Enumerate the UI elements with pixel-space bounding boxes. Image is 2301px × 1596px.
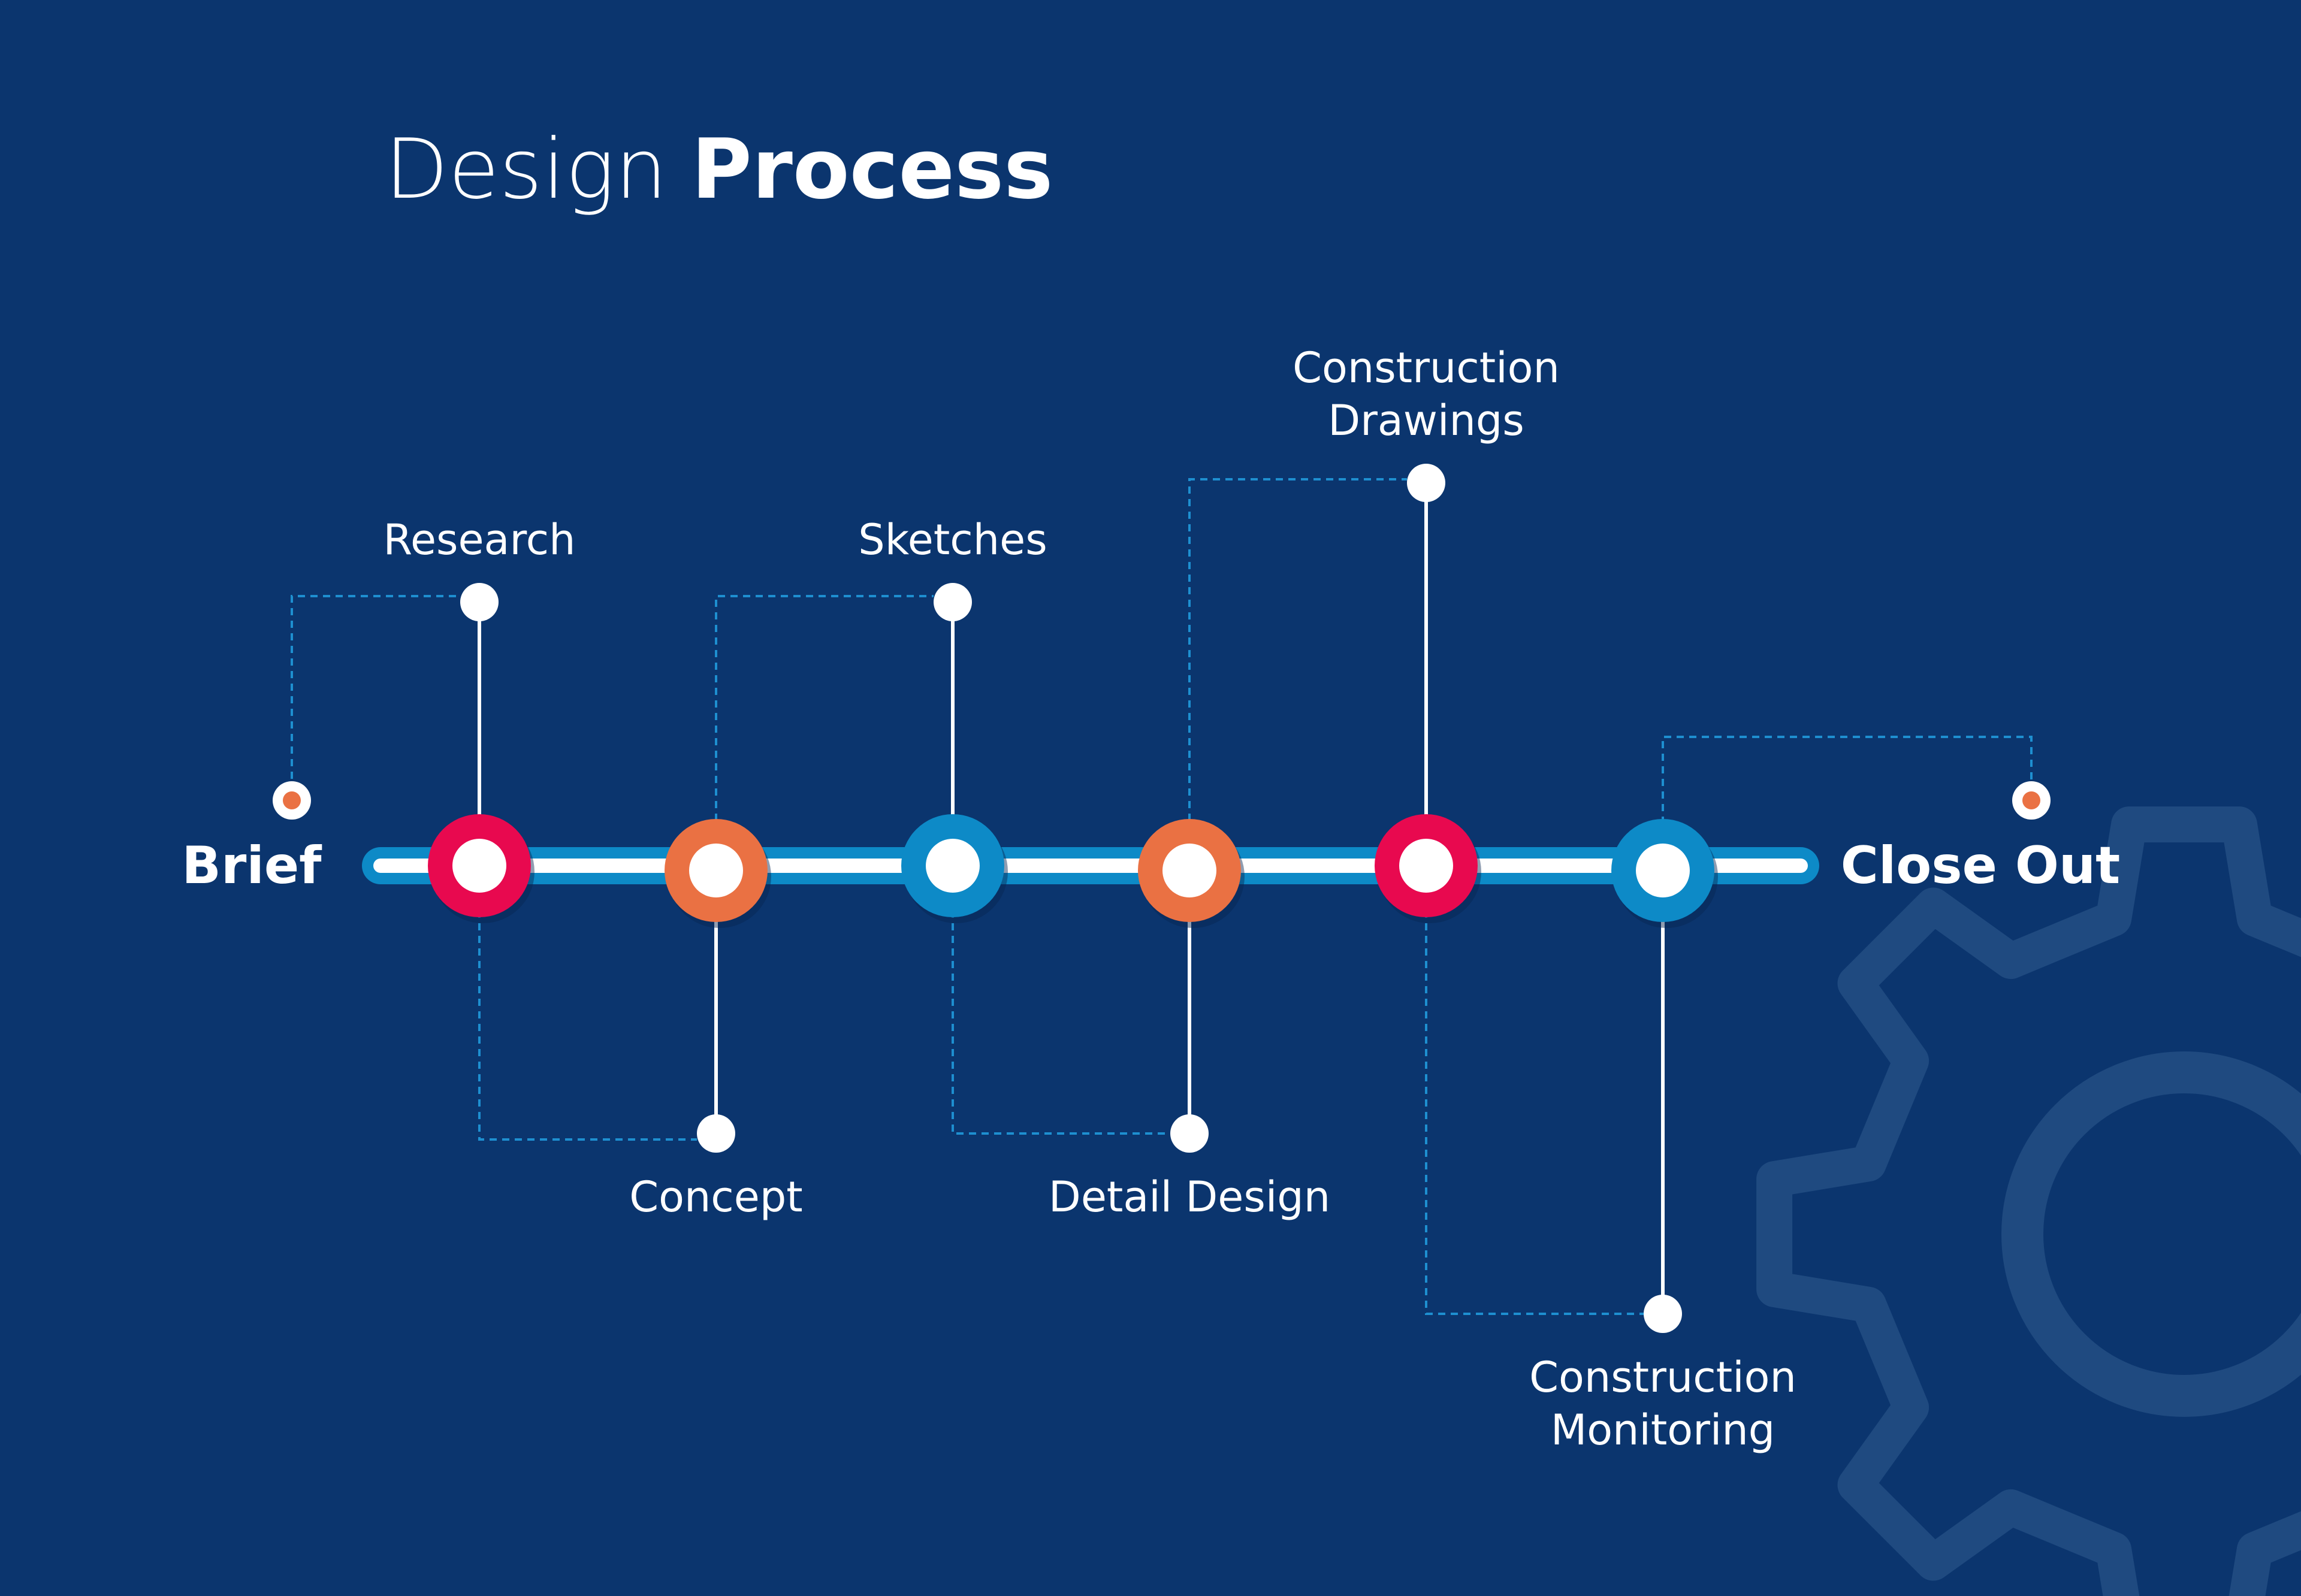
start-end-dot-center xyxy=(283,791,301,809)
step-label: Research xyxy=(383,515,575,564)
step-label-line: Monitoring xyxy=(1551,1405,1775,1455)
connector-detail-drawings xyxy=(1188,478,1407,821)
step-node-center xyxy=(1636,844,1690,897)
connector-concept-sketches xyxy=(715,595,934,821)
connector-monitoring-closeout xyxy=(1662,736,2033,824)
dashed-connectors xyxy=(291,478,2033,1315)
step-label-line: Concept xyxy=(629,1172,803,1222)
finish-end-dot-center xyxy=(2022,791,2040,809)
gear-icon xyxy=(1756,806,2301,1596)
connector-brief-research xyxy=(291,595,460,779)
start-label: Brief xyxy=(182,836,322,896)
step-label: Detail Design xyxy=(1049,1172,1330,1222)
title-light-word: Design xyxy=(385,121,668,217)
step-node-center xyxy=(689,844,743,897)
step-pin xyxy=(460,583,499,621)
end-label: Close Out xyxy=(1841,836,2121,896)
step-pin xyxy=(934,583,972,621)
step-label: Sketches xyxy=(858,515,1047,564)
step-label-line: Research xyxy=(383,515,575,564)
step-pin xyxy=(1644,1295,1682,1333)
connector-research-concept xyxy=(478,911,697,1141)
step-label: Concept xyxy=(629,1172,803,1222)
step-pin xyxy=(1170,1114,1209,1153)
step-label-line: Sketches xyxy=(858,515,1047,564)
title-bold-word: Process xyxy=(691,121,1053,217)
step-label-line: Construction xyxy=(1529,1353,1796,1402)
step-node-center xyxy=(926,839,980,893)
step-pin xyxy=(1407,464,1445,502)
step-node-center xyxy=(452,839,506,893)
connector-drawings-monitoring xyxy=(1425,911,1644,1315)
step-label-line: Construction xyxy=(1293,343,1560,392)
step-label-line: Drawings xyxy=(1328,396,1524,445)
step-pin xyxy=(697,1114,735,1153)
step-node-center xyxy=(1162,844,1216,897)
step-node-center xyxy=(1399,839,1453,893)
step-label-line: Detail Design xyxy=(1049,1172,1330,1222)
connector-sketches-detail xyxy=(952,911,1170,1135)
